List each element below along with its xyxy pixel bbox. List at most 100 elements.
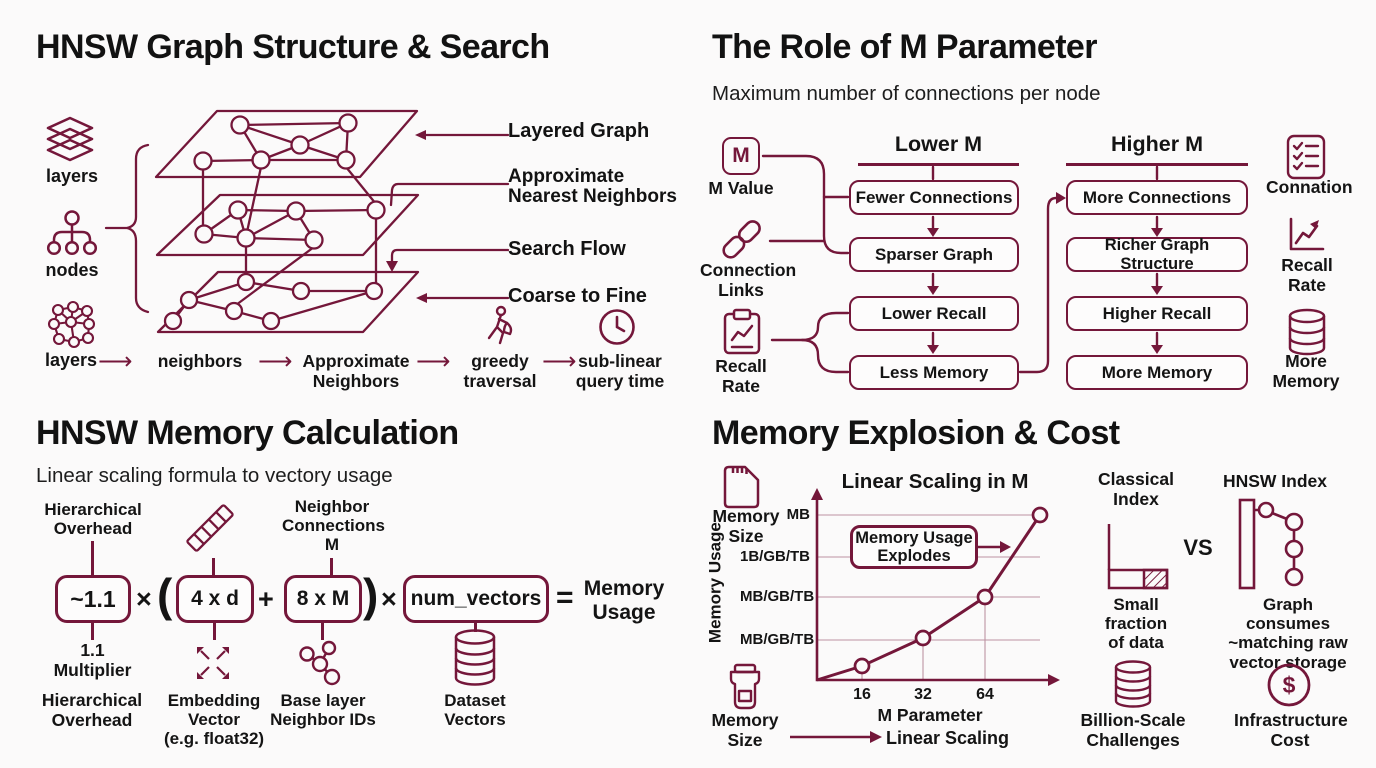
lower-m-underline bbox=[858, 163, 1019, 166]
chart-x-axis-label: M Parameter bbox=[877, 705, 983, 725]
layers-top-label: layers bbox=[45, 166, 99, 186]
formula-times-2: × bbox=[381, 584, 397, 614]
clipboard-chart-icon bbox=[723, 308, 761, 355]
m-badge-icon: M bbox=[722, 137, 760, 175]
formula-8xm-box: 8 x M bbox=[284, 575, 362, 623]
hierarchical-overhead-top-label: Hierarchical Overhead bbox=[44, 500, 142, 539]
molecule-icon bbox=[298, 640, 346, 690]
q2-subtitle: Maximum number of connections per node bbox=[712, 82, 1101, 105]
tick-box2-down bbox=[213, 623, 216, 640]
lower-m-header: Lower M bbox=[894, 132, 983, 156]
neighbor-connections-top-label: Neighbor Connections M bbox=[282, 497, 385, 555]
m-badge-letter: M bbox=[732, 144, 750, 167]
callout-coarse-to-fine: Coarse to Fine bbox=[508, 285, 647, 307]
walking-person-icon bbox=[480, 305, 520, 348]
box-richer-graph-structure: Richer Graph Structure bbox=[1066, 236, 1248, 273]
tick-box1-down bbox=[91, 623, 94, 640]
hnsw-index-header: HNSW Index bbox=[1222, 471, 1328, 491]
multiplier-label: 1.1 Multiplier bbox=[53, 640, 132, 680]
expand-arrows-icon bbox=[190, 640, 236, 686]
q3-subtitle: Linear scaling formula to vectory usage bbox=[36, 464, 393, 487]
recall-rate-right-label: Recall Rate bbox=[1281, 255, 1333, 295]
nodes-tree-icon bbox=[44, 210, 100, 260]
billion-scale-database-icon bbox=[1112, 660, 1154, 708]
flow-arrow-3: ⟶ bbox=[416, 347, 451, 375]
formula-multiplier-box: ~1.1 bbox=[55, 575, 131, 623]
box-sparser-graph: Sparser Graph bbox=[849, 237, 1019, 272]
clock-icon bbox=[598, 308, 636, 346]
flow-arrow-4: ⟶ bbox=[542, 347, 577, 375]
hnsw-caption: Graph consumes ~matching raw vector stor… bbox=[1228, 595, 1348, 672]
y-tick-mbgbtb-1: MB/GB/TB bbox=[740, 588, 815, 605]
classical-index-icon bbox=[1106, 524, 1170, 590]
layers-bottom-label: layers bbox=[44, 350, 98, 370]
base-layer-label: Base layer Neighbor IDs bbox=[270, 691, 376, 730]
formula-equals: = bbox=[556, 581, 574, 614]
more-memory-database-icon bbox=[1287, 308, 1327, 356]
connection-links-label: Connection Links bbox=[700, 260, 797, 300]
hnsw-index-icon bbox=[1238, 498, 1308, 590]
y-tick-mb: MB bbox=[786, 506, 810, 523]
chart-y-axis-label: Memory Usage bbox=[705, 522, 725, 644]
more-memory-label: More Memory bbox=[1272, 351, 1340, 391]
vs-label: VS bbox=[1183, 535, 1213, 560]
flow-arrow-2: ⟶ bbox=[258, 347, 293, 375]
sd-card-icon bbox=[720, 464, 762, 510]
flow-arrow-1: ⟶ bbox=[98, 347, 133, 375]
x-tick-32: 32 bbox=[914, 686, 932, 703]
box-more-memory: More Memory bbox=[1066, 355, 1248, 390]
embedding-vector-label: Embedding Vector (e.g. float32) bbox=[163, 691, 265, 749]
nodes-label: nodes bbox=[45, 260, 99, 280]
connation-label: Connation bbox=[1266, 177, 1353, 197]
formula-4xd-box: 4 x d bbox=[176, 575, 254, 623]
tick-box3-down bbox=[321, 623, 324, 640]
y-tick-1bgbtb: 1B/GB/TB bbox=[740, 548, 811, 565]
formula-open-paren: ( bbox=[157, 569, 173, 621]
recall-chart-icon bbox=[1288, 216, 1326, 254]
box-higher-recall: Higher Recall bbox=[1066, 296, 1248, 331]
callout-search-flow: Search Flow bbox=[508, 238, 626, 260]
q3-title: HNSW Memory Calculation bbox=[36, 414, 459, 452]
dollar-glyph: $ bbox=[1283, 672, 1296, 698]
vector-ribbon-icon bbox=[182, 500, 238, 556]
classical-caption: Small fraction of data bbox=[1104, 595, 1168, 653]
tick-ncm-to-box bbox=[330, 558, 333, 575]
recall-rate-left-label: Recall Rate bbox=[715, 356, 767, 396]
chart-title: Linear Scaling in M bbox=[841, 470, 1029, 493]
flow-step-greedy-traversal: greedy traversal bbox=[463, 351, 537, 391]
box-more-connections: More Connections bbox=[1066, 180, 1248, 215]
hierarchical-overhead-bottom-label: Hierarchical Overhead bbox=[41, 690, 143, 730]
chain-link-icon bbox=[722, 219, 762, 259]
tick-hier-to-box bbox=[91, 541, 94, 575]
billion-scale-label: Billion-Scale Challenges bbox=[1080, 710, 1186, 750]
q2-title: The Role of M Parameter bbox=[712, 28, 1097, 66]
tick-box4-down bbox=[474, 623, 477, 632]
box-fewer-connections: Fewer Connections bbox=[849, 180, 1019, 215]
m-value-label: M Value bbox=[708, 178, 774, 198]
memory-size-bottom-label: Memory Size bbox=[711, 710, 779, 750]
network-cluster-icon bbox=[46, 300, 98, 350]
checklist-icon bbox=[1286, 134, 1326, 180]
callout-approximate-nearest-neighbors: Approximate Nearest Neighbors bbox=[508, 166, 677, 208]
layered-graph-drawing bbox=[104, 95, 510, 345]
linear-scaling-arrow bbox=[790, 730, 884, 744]
callout-layered-graph: Layered Graph bbox=[508, 120, 650, 142]
flow-step-approximate-neighbors: Approximate Neighbors bbox=[302, 351, 410, 391]
dollar-coin-icon: $ bbox=[1266, 662, 1312, 708]
higher-m-underline bbox=[1066, 163, 1248, 166]
box-lower-recall: Lower Recall bbox=[849, 296, 1019, 331]
flow-step-neighbors: neighbors bbox=[157, 351, 243, 371]
m-parameter-connectors bbox=[688, 120, 1163, 400]
linear-scaling-chart bbox=[790, 480, 1070, 695]
memory-jar-icon bbox=[726, 663, 764, 710]
dataset-database-icon bbox=[452, 628, 498, 688]
y-tick-mbgbtb-2: MB/GB/TB bbox=[740, 631, 815, 648]
memory-size-top-label: Memory Size bbox=[712, 506, 780, 546]
higher-m-header: Higher M bbox=[1111, 132, 1203, 156]
dataset-vectors-label: Dataset Vectors bbox=[444, 691, 506, 730]
classical-index-header: Classical Index bbox=[1098, 469, 1174, 509]
x-tick-16: 16 bbox=[853, 686, 871, 703]
q1-title: HNSW Graph Structure & Search bbox=[36, 28, 550, 66]
formula-times-1: × bbox=[136, 584, 152, 614]
